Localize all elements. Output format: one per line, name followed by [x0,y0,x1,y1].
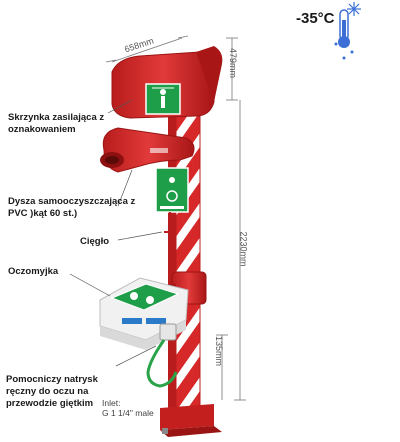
callout-nozzle-line1: Dysza samooczyszczająca z [8,196,136,207]
base-height-dimension-label: 135mm [214,335,225,367]
inlet-label-line2: G 1 1/4" male [102,408,154,418]
pole-sign [155,167,189,213]
total-height-dimension-label: 2230mm [238,231,249,267]
callout-hand-spray: Pomocniczy natrysk ręczny do oczu na prz… [6,374,98,410]
callout-supply-box-line1: Skrzynka zasilająca z [8,112,105,123]
callout-hand-spray-line3: przewodzie giętkim [6,398,94,409]
nozzle-arm [100,127,195,173]
width-dimension-line [105,35,189,63]
callout-supply-box: Skrzynka zasilająca z oznakowaniem [8,112,104,136]
top-height-dimension-label: 479mm [228,47,239,79]
callout-supply-box-line2: oznakowaniem [8,124,76,135]
callout-pull-rod: Cięgło [80,236,110,247]
temperature-label: -35°C [296,10,335,27]
callout-nozzle-line2: PVC )kąt 60 st.) [8,208,78,219]
inlet-label-line1: Inlet: [102,398,121,408]
cold-drops-icon [334,42,354,60]
callout-eyewash: Oczomyjka [8,266,59,277]
callout-hand-spray-line2: ręczny do oczu na [6,386,89,397]
inlet-label: Inlet: G 1 1/4" male [102,398,154,418]
thermometer-icon [338,9,350,48]
callout-hand-spray-line1: Pomocniczy natrysk [6,374,98,385]
callout-lines [69,99,163,367]
pull-rod [164,212,176,233]
hand-spray-hose [146,323,178,388]
height-dimension-lines [216,37,246,401]
shower-head-box [111,46,223,119]
snowflake-icon [347,2,361,16]
pole-base [160,404,222,437]
callout-nozzle: Dysza samooczyszczająca z PVC )kąt 60 st… [8,196,135,220]
